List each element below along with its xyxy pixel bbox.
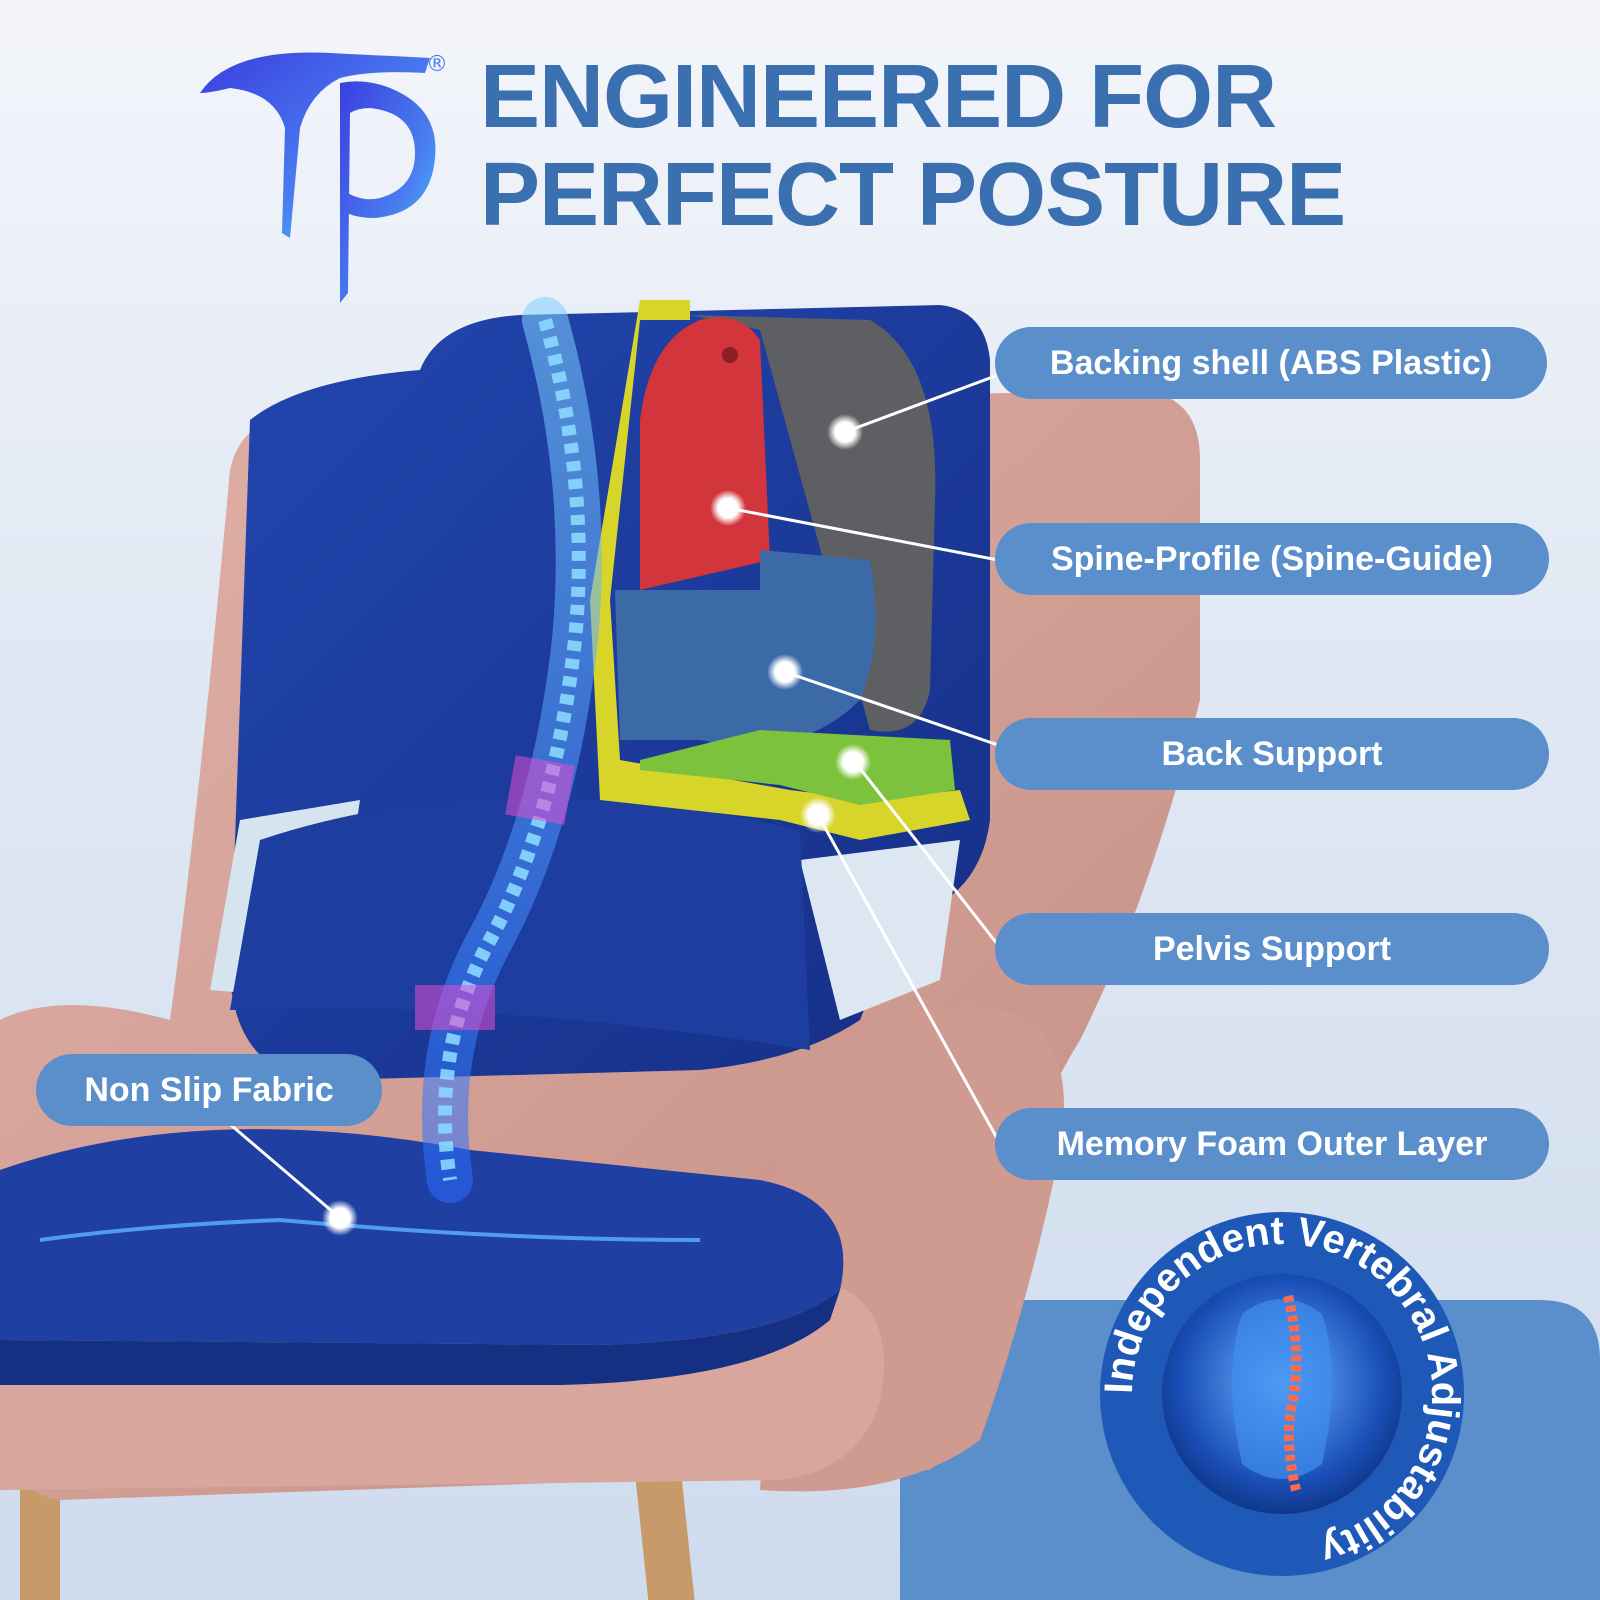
marker-dot (710, 490, 746, 526)
spine-guide-hole (722, 347, 738, 363)
back-support-blue (615, 550, 876, 745)
seat-cushion (0, 1129, 844, 1345)
leader-pelvis-support (853, 761, 1000, 946)
tp-monogram-icon (200, 52, 436, 303)
backing-shell-yellow (590, 300, 970, 840)
marker-dots (322, 414, 871, 1236)
seat-glow-line (39, 1217, 701, 1242)
headline-line-1: ENGINEERED FOR (480, 47, 1277, 147)
callout-back-support: Back Support (995, 718, 1549, 790)
leader-spine-profile (727, 506, 999, 562)
spine-highlight (505, 755, 575, 825)
spine-xray (415, 297, 602, 1203)
leader-non-slip (224, 1118, 341, 1220)
vertebral-badge: Independent Vertebral Adjustability (1092, 1204, 1472, 1589)
callout-non-slip: Non Slip Fabric (36, 1054, 382, 1126)
leader-memory-foam (816, 814, 1000, 1141)
marker-dot (835, 744, 871, 780)
headline: ENGINEERED FOR PERFECT POSTURE (480, 47, 1346, 245)
badge-graphic: Independent Vertebral Adjustability (1097, 1209, 1467, 1576)
human-spine-icon (1232, 1294, 1332, 1496)
leader-lines (224, 373, 1000, 1220)
marker-dot (800, 797, 836, 833)
callout-memory-foam: Memory Foam Outer Layer (995, 1108, 1549, 1180)
spine-guide-red (640, 317, 770, 590)
spine-highlight (415, 985, 495, 1030)
seat-cushion-edge (0, 1290, 840, 1385)
callout-spine-profile: Spine-Profile (Spine-Guide) (995, 523, 1549, 595)
leader-back-support (784, 670, 999, 747)
pelvis-support-green (640, 730, 955, 805)
callout-backing-shell: Backing shell (ABS Plastic) (995, 327, 1547, 399)
marker-dot (322, 1200, 358, 1236)
leader-backing-shell (844, 373, 999, 434)
headline-line-2: PERFECT POSTURE (480, 145, 1346, 245)
callout-pelvis-support: Pelvis Support (995, 913, 1549, 985)
marker-dot (827, 414, 863, 450)
marker-dot (767, 654, 803, 690)
brand-logo: ® (190, 38, 460, 313)
registered-mark: ® (426, 52, 448, 77)
